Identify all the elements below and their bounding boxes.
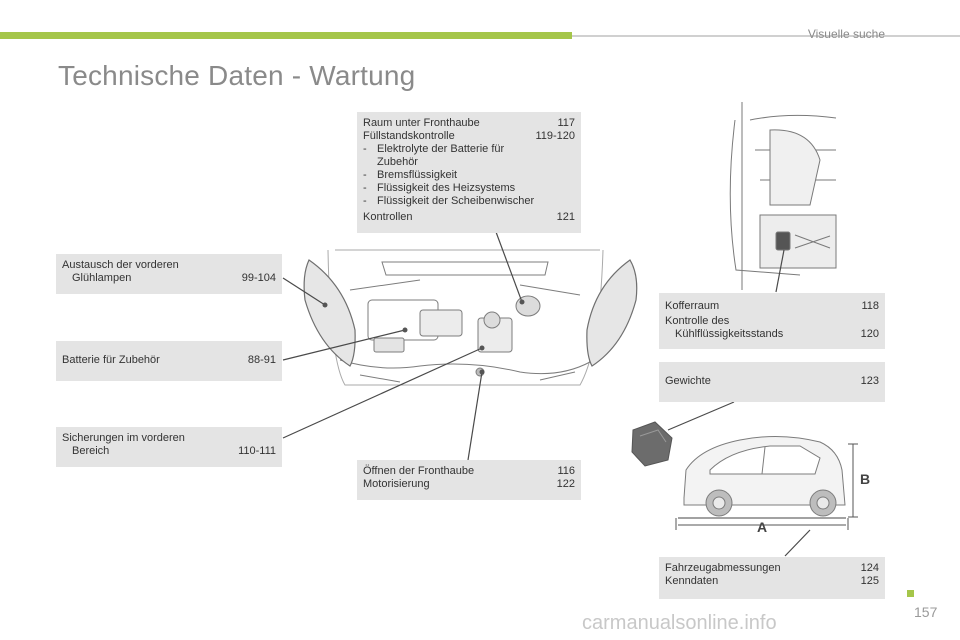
bullet-item: - Elektrolyte der Batterie für Zubehör bbox=[363, 143, 575, 169]
dimension-label-b: B bbox=[860, 471, 871, 487]
bullet-dash: - bbox=[363, 143, 367, 155]
callout-page: 123 bbox=[860, 375, 879, 387]
car-side-illustration bbox=[675, 435, 858, 530]
page-marker bbox=[907, 590, 914, 597]
callout-label: Gewichte bbox=[665, 375, 711, 387]
callout-label: Fahrzeugabmessungen bbox=[665, 562, 781, 574]
bullet-dash: - bbox=[363, 182, 367, 194]
header-accent-bar bbox=[0, 32, 572, 39]
callout-open-hood: Öffnen der Fronthaube 116 Motorisierung … bbox=[357, 460, 581, 500]
callout-label: Austausch der vorderen bbox=[62, 259, 179, 271]
bullet-text: Flüssigkeit des Heizsystems bbox=[377, 182, 516, 194]
headlight-illustrations bbox=[303, 259, 638, 367]
watermark: carmanualsonline.info bbox=[582, 612, 777, 634]
header-rule bbox=[572, 35, 960, 37]
callout-label: Kontrolle des bbox=[665, 315, 730, 327]
callout-page: 117 bbox=[557, 117, 575, 129]
callout-label: Raum unter Fronthaube bbox=[363, 117, 480, 129]
callout-fuses: Sicherungen im vorderen Bereich 110-111 bbox=[56, 427, 282, 467]
callout-label: Kühlflüssigkeitsstands bbox=[675, 328, 784, 340]
callout-page: 88-91 bbox=[247, 354, 276, 366]
bullet-text: Elektrolyte der Batterie für Zubehör bbox=[377, 143, 505, 168]
callout-page: 99-104 bbox=[241, 272, 276, 284]
callout-page: 125 bbox=[860, 575, 879, 587]
dimension-label-a: A bbox=[757, 519, 768, 535]
callout-page: 110-111 bbox=[238, 445, 276, 457]
callout-page: 120 bbox=[860, 328, 879, 340]
callout-label: Bereich bbox=[72, 445, 110, 457]
page-title: Technische Daten - Wartung bbox=[58, 60, 416, 91]
callout-label: Glühlampen bbox=[72, 272, 132, 284]
bullet-item: - Bremsflüssigkeit bbox=[363, 169, 575, 182]
bullet-item: - Flüssigkeit der Scheibenwischer bbox=[363, 195, 575, 208]
callout-page: 118 bbox=[861, 300, 879, 312]
bullet-dash: - bbox=[363, 169, 367, 181]
bullet-item: - Flüssigkeit des Heizsystems bbox=[363, 182, 575, 195]
page-number: 157 bbox=[914, 604, 938, 620]
engine-bay-illustration bbox=[327, 249, 604, 386]
section-label: Visuelle suche bbox=[807, 27, 885, 41]
bullet-text: Flüssigkeit der Scheibenwischer bbox=[377, 195, 535, 207]
callout-page: 116 bbox=[557, 465, 575, 477]
bullet-dash: - bbox=[363, 195, 367, 207]
bullet-text: Bremsflüssigkeit bbox=[377, 169, 458, 181]
callout-label: Öffnen der Fronthaube bbox=[363, 465, 475, 477]
callout-dimensions: Fahrzeugabmessungen 124 Kenndaten 125 bbox=[659, 557, 885, 599]
callout-weights: Gewichte 123 bbox=[659, 362, 885, 402]
callout-battery: Batterie für Zubehör 88-91 bbox=[56, 341, 282, 381]
leader-lines bbox=[282, 231, 811, 557]
callout-label: Batterie für Zubehör bbox=[62, 354, 160, 366]
callout-label: Motorisierung bbox=[363, 478, 430, 490]
callout-label: Kontrollen bbox=[363, 211, 413, 223]
callout-page: 122 bbox=[556, 478, 575, 490]
callout-page: 121 bbox=[556, 211, 575, 223]
callout-label: Sicherungen im vorderen bbox=[62, 432, 185, 444]
callout-label: Kenndaten bbox=[665, 575, 719, 587]
trunk-illustration bbox=[729, 102, 837, 290]
callout-bulbs: Austausch der vorderen Glühlampen 99-104 bbox=[56, 254, 282, 294]
weight-illustration bbox=[631, 421, 673, 467]
callout-label: Füllstandskontrolle bbox=[363, 130, 455, 142]
callout-page: 124 bbox=[860, 562, 879, 574]
callout-trunk: Kofferraum 118 Kontrolle des Kühlflüssig… bbox=[659, 293, 885, 349]
callout-front-hood: Raum unter Fronthaube 117 Füllstandskont… bbox=[357, 112, 581, 233]
callout-page: 119-120 bbox=[535, 130, 575, 142]
callout-label: Kofferraum bbox=[665, 300, 720, 312]
